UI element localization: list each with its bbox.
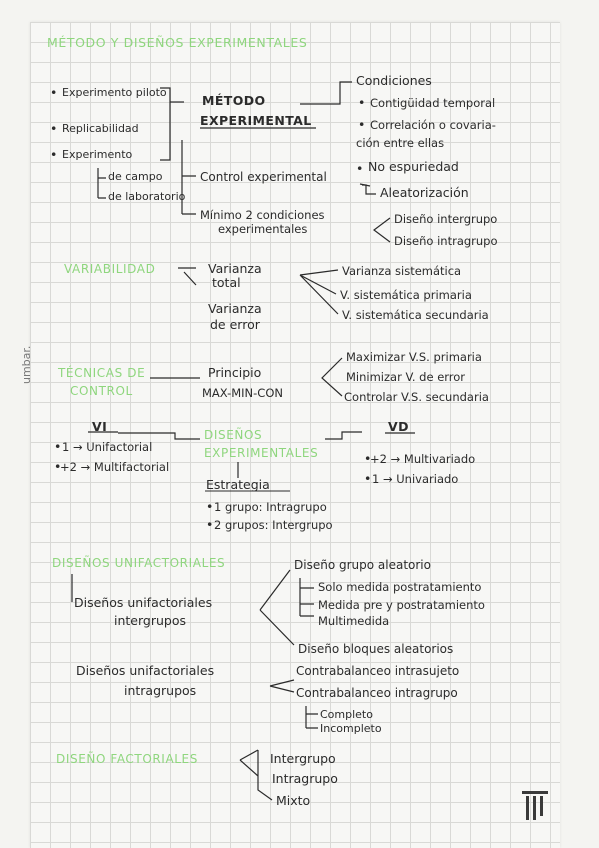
varianza-error-2: de error	[210, 317, 260, 332]
minimo-condiciones-1: Mínimo 2 condiciones	[200, 208, 325, 222]
vi-multifactorial: +2 → Multifactorial	[60, 460, 170, 474]
factoriales-heading: DISEÑO FACTORIALES	[56, 752, 198, 766]
unifactoriales-heading: DISEÑOS UNIFACTORIALES	[52, 556, 226, 570]
v-sistematica-secundaria: V. sistemática secundaria	[342, 308, 489, 322]
diseno-grupo-aleatorio: Diseño grupo aleatorio	[294, 558, 431, 572]
item-replicabilidad: Replicabilidad	[62, 122, 139, 135]
vd-multivariado: +2 → Multivariado	[370, 452, 476, 466]
item-de-campo: de campo	[108, 170, 163, 183]
bullet-dot: •	[364, 451, 372, 466]
experimental-title: EXPERIMENTAL	[200, 113, 312, 128]
maximizar-vs-primaria: Maximizar V.S. primaria	[346, 350, 482, 364]
bullet-dot: •	[356, 161, 364, 176]
metodo-title: MÉTODO	[202, 93, 266, 108]
vd-univariado: 1 → Univariado	[372, 472, 459, 486]
varianza-total-1: Varianza	[208, 261, 262, 276]
controlar-vs-secundaria: Controlar V.S. secundaria	[344, 390, 489, 404]
bullet-dot: •	[50, 85, 58, 100]
item-experimento-piloto: Experimento piloto	[62, 86, 167, 99]
cond-contiguidad: Contigüidad temporal	[370, 96, 496, 110]
estrategia-1-grupo: 1 grupo: Intragrupo	[214, 500, 327, 514]
bullet-dot: •	[358, 95, 366, 110]
estrategia-label: Estrategia	[206, 477, 270, 492]
estrategia-2-grupos: 2 grupos: Intergrupo	[214, 518, 333, 532]
contrabalanceo-intragrupo: Contrabalanceo intragrupo	[296, 686, 458, 700]
v-sistematica-primaria: V. sistemática primaria	[340, 288, 472, 302]
tecnicas-heading-2: CONTROL	[70, 384, 133, 398]
bullet-dot: •	[50, 121, 58, 136]
vd-label: VD	[388, 419, 409, 434]
inter-label-1: Diseños unifactoriales	[74, 595, 213, 610]
multimedida: Multimedida	[318, 614, 390, 628]
varianza-sistematica: Varianza sistemática	[342, 264, 462, 278]
cond-correlacion-2: ción entre ellas	[356, 136, 445, 150]
notebook-page	[30, 22, 560, 848]
bullet-dot: •	[54, 439, 62, 454]
varianza-total-2: total	[212, 275, 241, 290]
principio-label: Principio	[208, 365, 262, 380]
bullet-dot: •	[50, 147, 58, 162]
tecnicas-heading-1: TÉCNICAS DE	[58, 366, 146, 380]
item-de-laboratorio: de laboratorio	[108, 190, 186, 203]
aleatorizacion-label: Aleatorización	[380, 185, 469, 200]
factorial-intragrupo: Intragrupo	[272, 771, 338, 786]
diseno-bloques-aleatorios: Diseño bloques aleatorios	[298, 642, 454, 656]
condiciones-label: Condiciones	[356, 73, 432, 88]
diseno-intragrupo: Diseño intragrupo	[394, 234, 498, 248]
contrab-completo: Completo	[320, 708, 373, 721]
minimo-condiciones-2: experimentales	[218, 222, 308, 236]
varianza-error-1: Varianza	[208, 301, 262, 316]
diseno-intergrupo: Diseño intergrupo	[394, 212, 498, 226]
contrab-incompleto: Incompleto	[320, 722, 382, 735]
bullet-dot: •	[364, 471, 372, 486]
factorial-mixto: Mixto	[276, 793, 311, 808]
bullet-dot: •	[206, 499, 214, 514]
cond-correlacion-1: Correlación o covaria-	[370, 118, 496, 132]
page-title: MÉTODO Y DISEÑOS EXPERIMENTALES	[47, 35, 308, 50]
cond-no-espuriedad: No espuriedad	[368, 159, 459, 174]
vi-label: VI	[92, 419, 108, 434]
vi-unifactorial: 1 → Unifactorial	[62, 440, 153, 454]
factorial-intergrupo: Intergrupo	[270, 751, 336, 766]
medida-pre-post: Medida pre y postratamiento	[318, 598, 485, 612]
item-experimento: Experimento	[62, 148, 133, 161]
contrabalanceo-intrasujeto: Contrabalanceo intrasujeto	[296, 664, 460, 678]
control-experimental: Control experimental	[200, 170, 327, 184]
disenos-experimentales-1: DISEÑOS	[204, 428, 263, 442]
bullet-dot: •	[358, 117, 366, 132]
max-min-con: MAX-MIN-CON	[202, 386, 283, 400]
inter-label-2: intergrupos	[114, 613, 186, 628]
variabilidad-heading: VARIABILIDAD	[64, 262, 156, 276]
solo-medida-post: Solo medida postratamiento	[318, 580, 482, 594]
intra-label-1: Diseños unifactoriales	[76, 663, 215, 678]
disenos-experimentales-2: EXPERIMENTALES	[204, 446, 319, 460]
intra-label-2: intragrupos	[124, 683, 197, 698]
notebook-logo-icon	[522, 791, 548, 820]
minimizar-v-error: Minimizar V. de error	[346, 370, 466, 384]
bullet-dot: •	[206, 517, 214, 532]
bullet-dot: •	[54, 459, 62, 474]
